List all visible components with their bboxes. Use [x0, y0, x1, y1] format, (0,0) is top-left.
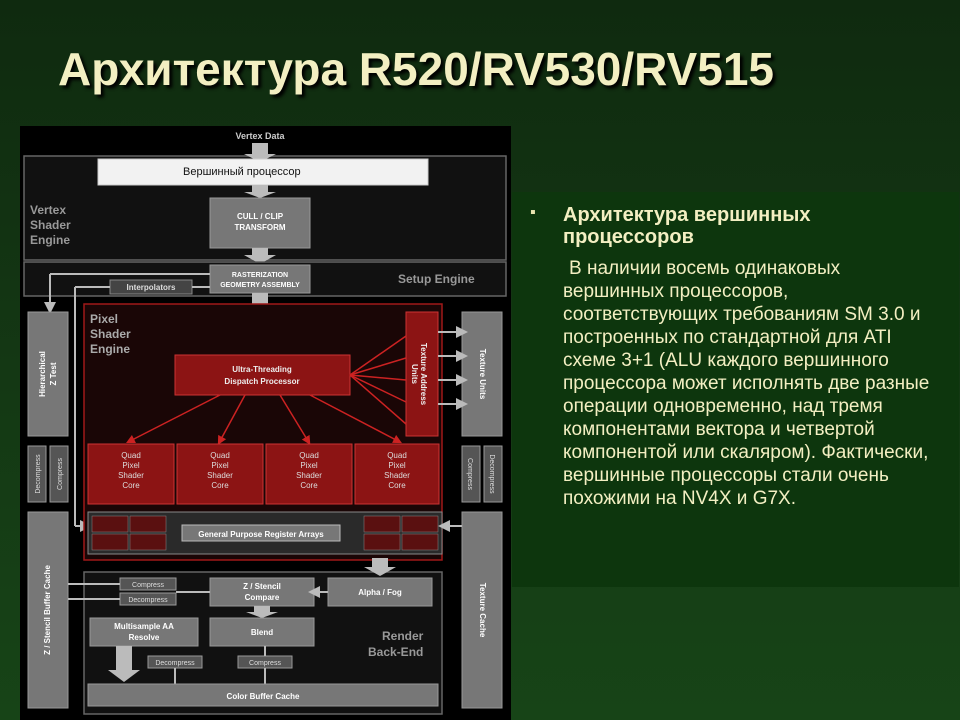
svg-text:Pixel: Pixel	[300, 461, 318, 470]
msaa-resolve-label: Multisample AA	[114, 622, 174, 631]
svg-text:Core: Core	[300, 481, 318, 490]
svg-text:Shader: Shader	[384, 471, 410, 480]
svg-text:Core: Core	[122, 481, 140, 490]
svg-text:Z Test: Z Test	[49, 362, 58, 385]
text-panel-background	[512, 192, 959, 587]
vertex-data-label: Vertex Data	[235, 131, 285, 141]
svg-text:Core: Core	[388, 481, 406, 490]
texture-units-label: Texture Units	[478, 349, 487, 400]
compress-left-label: Compress	[57, 458, 64, 490]
msaa-resolve-box	[89, 617, 199, 647]
architecture-diagram: Vertex Shader Engine Vertex Data Вершинн…	[20, 126, 511, 720]
texture-address-units-box	[405, 311, 439, 437]
svg-text:Units: Units	[410, 364, 419, 385]
svg-text:Engine: Engine	[30, 233, 70, 247]
slide-title: Архитектура R520/RV530/RV515	[58, 43, 774, 95]
texture-address-units-label: Texture Address	[419, 343, 428, 406]
svg-text:Quad: Quad	[210, 451, 230, 460]
hierarchical-z-label: Hierarchical	[38, 351, 47, 397]
dispatch-processor-label: Ultra-Threading	[232, 365, 292, 374]
svg-text:Shader: Shader	[118, 471, 144, 480]
vertex-processor-box	[97, 158, 429, 186]
svg-text:Compare: Compare	[245, 593, 280, 602]
quad-core-3: Quad Pixel Shader Core	[265, 443, 353, 505]
blend-box	[209, 617, 315, 647]
setup-engine-label: Setup Engine	[398, 272, 475, 286]
z-stencil-cache-box	[27, 511, 69, 709]
bullet-body: В наличии восемь одинаковых вершинных пр…	[563, 257, 943, 510]
svg-text:Quad: Quad	[299, 451, 319, 460]
interpolators-label: Interpolators	[127, 283, 176, 292]
quad-core-1: Quad Pixel Shader Core	[87, 443, 175, 505]
svg-text:Engine: Engine	[90, 342, 130, 356]
decompress-bottom-label: Decompress	[128, 597, 168, 604]
blend-label: Blend	[251, 628, 273, 637]
color-buffer-cache-box	[87, 683, 439, 707]
svg-text:TRANSFORM: TRANSFORM	[234, 223, 285, 232]
z-stencil-cache-label: Z / Stencil Buffer Cache	[43, 565, 52, 655]
dispatch-processor-box	[174, 354, 351, 396]
quad-core-2: Quad Pixel Shader Core	[176, 443, 264, 505]
rasterization-label: RASTERIZATION	[232, 272, 288, 279]
compress-bottom-label: Compress	[132, 582, 164, 589]
svg-text:Pixel: Pixel	[122, 461, 140, 470]
texture-cache-label: Texture Cache	[478, 583, 487, 638]
svg-text:Shader: Shader	[30, 218, 71, 232]
vertex-shader-engine-label: Vertex	[30, 203, 66, 217]
svg-text:Shader: Shader	[207, 471, 233, 480]
body-text: В наличии восемь одинаковых вершинных пр…	[563, 258, 930, 509]
quad-core-4: Quad Pixel Shader Core	[354, 443, 440, 505]
decompress-backend-label: Decompress	[155, 660, 195, 667]
cull-clip-box	[209, 197, 311, 249]
svg-text:Dispatch Processor: Dispatch Processor	[224, 377, 299, 386]
cull-clip-label: CULL / CLIP	[237, 212, 284, 221]
vertex-data-arrow	[252, 143, 268, 155]
decompress-right-label: Decompress	[488, 454, 495, 494]
bullet-heading: Архитектура вершинных процессоров	[563, 204, 811, 248]
texture-cache-box	[461, 511, 503, 709]
svg-text:Quad: Quad	[121, 451, 141, 460]
z-stencil-compare-label: Z / Stencil	[243, 582, 281, 591]
svg-text:Core: Core	[211, 481, 229, 490]
compress-backend-label: Compress	[249, 660, 281, 667]
alpha-fog-label: Alpha / Fog	[358, 588, 402, 597]
z-stencil-compare-box	[209, 577, 315, 607]
bullet-marker: ▪	[530, 204, 536, 221]
svg-text:Resolve: Resolve	[129, 633, 160, 642]
rasterization-box	[209, 264, 311, 294]
svg-text:GEOMETRY ASSEMBLY: GEOMETRY ASSEMBLY	[220, 282, 300, 289]
compress-right-label: Compress	[466, 458, 473, 490]
svg-text:Quad: Quad	[387, 451, 407, 460]
color-buffer-cache-label: Color Buffer Cache	[227, 692, 300, 701]
decompress-left-label: Decompress	[35, 454, 42, 494]
register-arrays-label: General Purpose Register Arrays	[198, 530, 324, 539]
svg-text:Pixel: Pixel	[388, 461, 406, 470]
vertex-processor-label: Вершинный процессор	[183, 166, 301, 178]
render-backend-label: Render	[382, 629, 424, 643]
svg-text:Back-End: Back-End	[368, 645, 423, 659]
pixel-shader-engine-label: Pixel	[90, 312, 118, 326]
svg-text:Shader: Shader	[296, 471, 322, 480]
svg-text:Pixel: Pixel	[211, 461, 229, 470]
hierarchical-z-box	[27, 311, 69, 437]
svg-text:Shader: Shader	[90, 327, 131, 341]
